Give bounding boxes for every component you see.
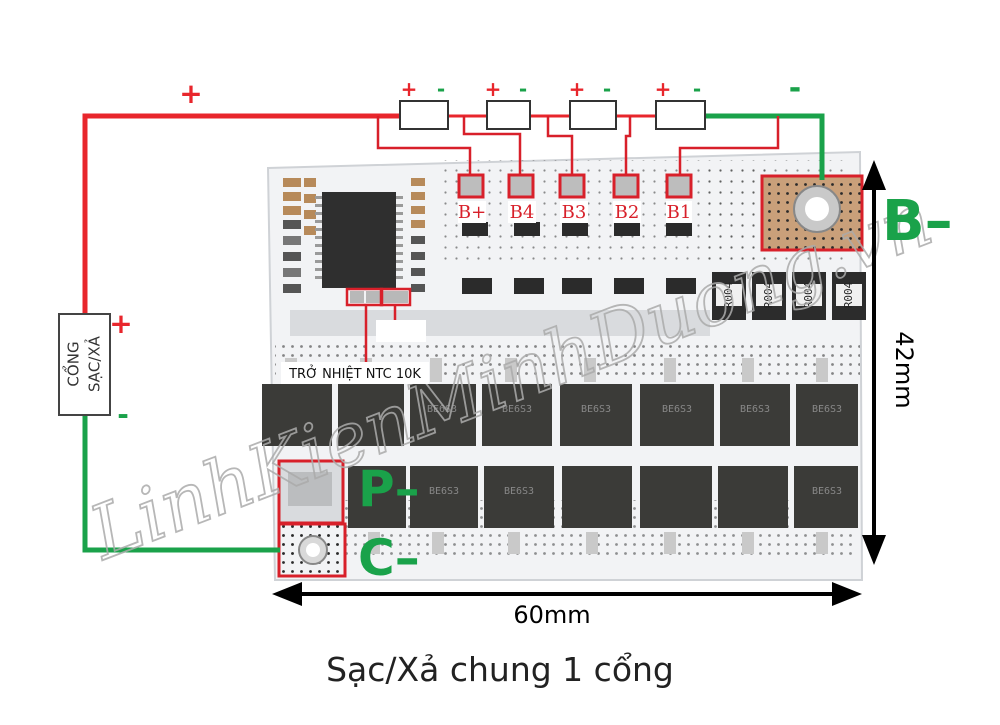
cell-1: [399, 100, 449, 130]
p-minus-pad: [277, 459, 345, 525]
b-minus-label: B–: [882, 189, 953, 254]
dimension-height: 42mm: [862, 160, 918, 565]
dimension-width: 60mm: [272, 582, 862, 629]
plus-label-cell2: +: [485, 77, 502, 101]
minus-label-cell2: -: [519, 77, 527, 101]
mosfet-mark-1: BE6S3: [427, 404, 457, 415]
height-label: 42mm: [890, 331, 918, 408]
ntc-label: TRỞ NHIỆT NTC 10K: [288, 365, 421, 382]
p-minus-label: P–: [358, 460, 420, 518]
minus-label-cell4: -: [693, 77, 701, 101]
c-minus-label: C–: [358, 529, 420, 587]
pad-label-b4: B4: [510, 202, 535, 223]
smd-resistor-row: [462, 222, 696, 294]
minus-label-cell3: -: [603, 77, 611, 101]
negative-wire-b: [705, 113, 825, 180]
battery-cells: [399, 100, 706, 130]
positive-wire: [82, 113, 400, 314]
ic-chip: [315, 192, 403, 288]
minus-label-b-top: -: [789, 71, 801, 106]
minus-label-port: -: [117, 398, 129, 431]
width-label: 60mm: [513, 601, 590, 629]
smd-parts-left: [283, 178, 425, 293]
cell-2: [486, 100, 531, 130]
polarity-labels: + + - + - + - + - + - -: [109, 71, 801, 431]
mosfet-mark-4: BE6S3: [662, 404, 692, 415]
mosfet-mark-5: BE6S3: [740, 404, 770, 415]
mosfet-mark-8: BE6S3: [504, 486, 534, 497]
mosfet-row-bottom: [348, 466, 858, 528]
cell-4: [655, 100, 706, 130]
charge-discharge-port: CỔNG SẠC/XẢ: [58, 313, 111, 416]
plus-label-main: +: [179, 77, 202, 110]
minus-label-cell1: -: [437, 77, 445, 101]
b-minus-pad: [760, 174, 864, 252]
mosfet-mark-2: BE6S3: [502, 404, 532, 415]
mosfet-markings: BE6S3 BE6S3 BE6S3 BE6S3 BE6S3 BE6S3 BE6S…: [427, 404, 842, 497]
mosfet-mark-6: BE6S3: [812, 404, 842, 415]
mosfet-mark-7: BE6S3: [429, 486, 459, 497]
shunt-label-3: R004: [802, 281, 815, 308]
mosfet-mark-9: BE6S3: [812, 486, 842, 497]
plus-label-port: +: [109, 307, 132, 340]
pad-label-b3: B3: [562, 202, 587, 223]
terminal-labels: B– P– C–: [358, 189, 953, 587]
pad-label-b-plus: B+: [458, 202, 486, 223]
ntc-pads: [345, 287, 412, 307]
shunt-resistors: R004 R004 R004 R004: [712, 272, 866, 320]
plus-label-cell1: +: [401, 77, 418, 101]
plus-label-cell3: +: [569, 77, 586, 101]
pad-label-b2: B2: [615, 202, 640, 223]
port-label-line1: CỔNG: [62, 341, 83, 386]
shunt-label-4: R004: [842, 281, 855, 308]
balance-wires: [376, 116, 780, 176]
cell-3: [569, 100, 617, 130]
ntc-callout: TRỞ NHIỆT NTC 10K: [281, 305, 429, 384]
mosfet-mark-3: BE6S3: [581, 404, 611, 415]
shunt-label-1: R004: [722, 281, 735, 308]
figure-caption: Sạc/Xả chung 1 cổng: [326, 650, 674, 689]
plus-label-cell4: +: [655, 77, 672, 101]
balance-pads: [457, 173, 693, 199]
c-minus-pad: [277, 522, 347, 578]
balance-pad-labels: B+ B4 B3 B2 B1: [458, 201, 692, 223]
port-label-line2: SẠC/XẢ: [84, 335, 104, 392]
shunt-label-2: R004: [762, 281, 775, 308]
mosfet-row-top: [262, 384, 858, 446]
pad-label-b1: B1: [667, 202, 692, 223]
negative-wire-c: [82, 415, 280, 553]
